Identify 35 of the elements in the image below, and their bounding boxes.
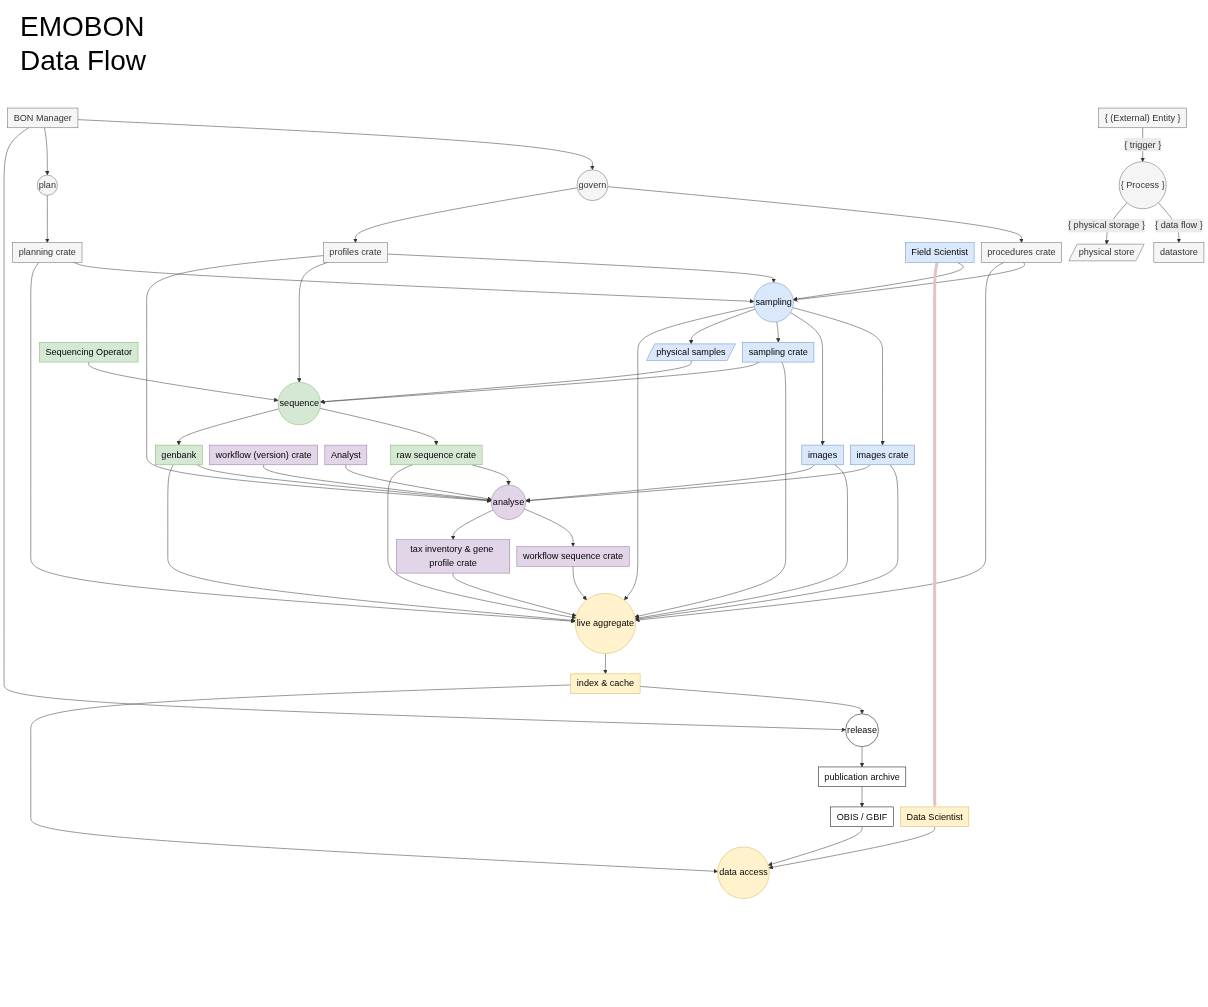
node-box: Analyst [324,445,368,466]
node-circle: live aggregate [575,593,636,655]
node-box: publication archive [818,766,907,788]
node-box: images crate [850,445,915,466]
arrow [932,262,939,808]
edge-label: { data flow } [1155,220,1203,231]
node-box: workflow (version) crate [209,445,318,466]
node-box: OBIS / GBIF [830,806,894,828]
node-circle: sampling [753,282,794,323]
node-box: { (External) Entity } [1098,108,1187,129]
node-circle: release [845,713,879,748]
node-box: tax inventory & gene profile crate [396,539,511,574]
diagram-title: EMOBON Data Flow [20,10,148,78]
node-circle: data access [717,846,770,899]
node-box: raw sequence crate [390,445,483,466]
edge-label: { physical storage } [1068,220,1145,231]
node-box: BON Manager [7,108,79,129]
node-box: procedures crate [980,242,1062,263]
node-circle: sequence [277,382,321,426]
node-box: genbank [155,445,203,466]
node-circle: govern [576,169,609,202]
node-circle: { Process } [1118,161,1167,210]
node-box: Field Scientist [905,242,975,263]
node-circle: analyse [491,485,526,520]
node-box: index & cache [570,673,641,695]
node-box: Sequencing Operator [39,342,139,363]
node-box: sampling crate [742,342,815,363]
node-box: datastore [1153,242,1205,263]
node-box: planning crate [12,242,83,263]
node-box: images [801,445,844,466]
edge-label: { trigger } [1124,139,1162,150]
node-circle: plan [36,175,58,196]
node-box: workflow sequence crate [516,546,630,567]
node-box: profiles crate [323,242,388,263]
node-box: Data Scientist [900,806,970,828]
